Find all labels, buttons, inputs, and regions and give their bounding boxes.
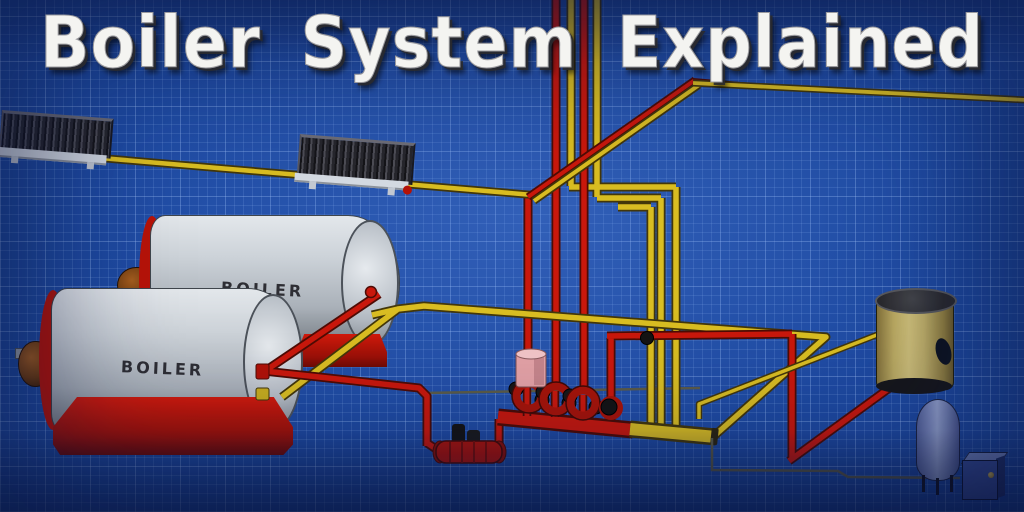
gauge-icon: [988, 472, 994, 478]
box-front-face: [962, 460, 998, 500]
dosing-pot: [515, 348, 547, 388]
radiator: [294, 134, 416, 197]
cylinder-lid: [875, 288, 957, 314]
ball-valve-icon: [640, 331, 654, 345]
vessel-shell: [916, 399, 960, 481]
pressurisation-unit: [960, 452, 1009, 502]
expansion-vessel: [916, 399, 960, 495]
radiator-circuit-pipes: [0, 76, 1024, 205]
hot-water-cylinder: [875, 288, 957, 396]
page-title: Boiler System Explained: [39, 1, 985, 85]
radiator: [0, 110, 114, 170]
cylinder-base: [876, 378, 952, 394]
ball-valve-icon: [599, 396, 623, 420]
